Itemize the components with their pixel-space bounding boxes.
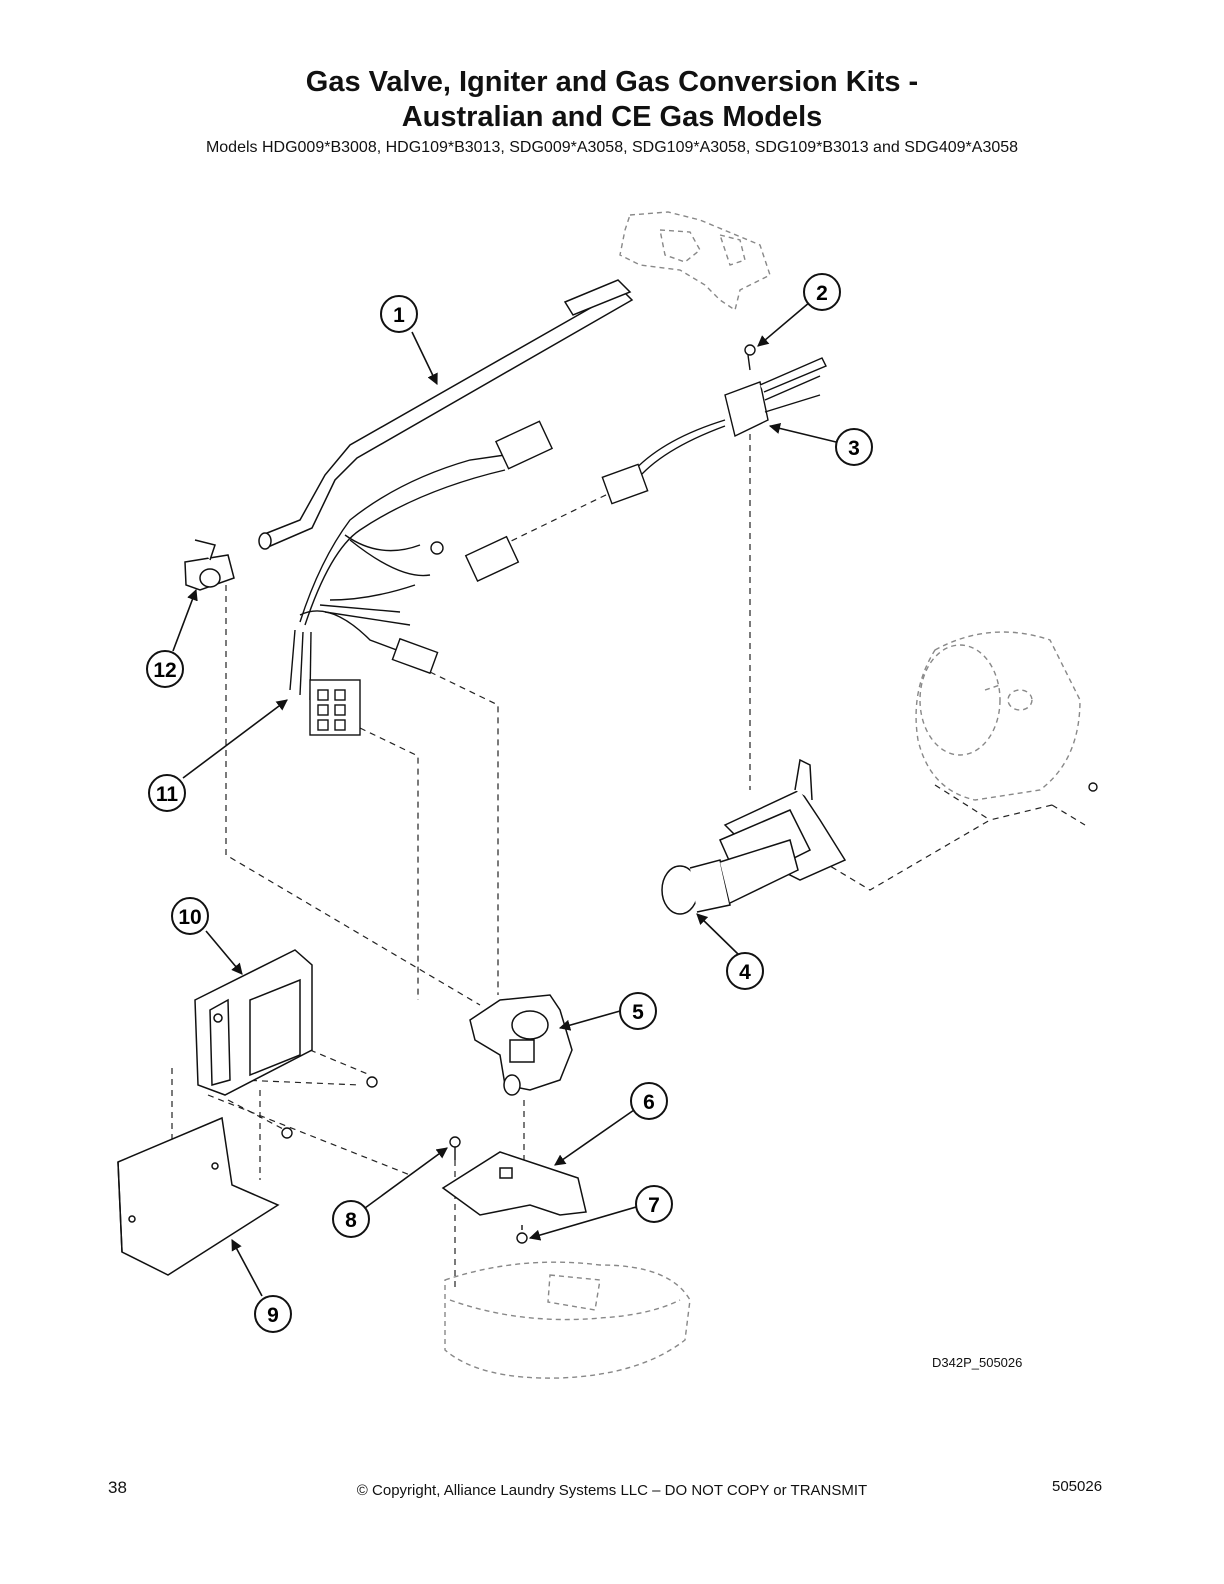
burner-tube-assembly	[661, 758, 847, 915]
callout-8: 8	[332, 1200, 370, 1238]
bracket-screws	[281, 782, 1098, 1244]
callout-10: 10	[171, 897, 209, 935]
control-mounting-bracket	[117, 1116, 280, 1276]
svg-text:9: 9	[267, 1304, 279, 1327]
ghost-base-plate	[444, 1261, 691, 1379]
gas-valve	[469, 994, 573, 1096]
wire-harness	[289, 420, 554, 736]
callout-7: 7	[635, 1185, 673, 1223]
callout-leaders	[172, 301, 837, 1297]
svg-text:11: 11	[156, 783, 179, 806]
gas-supply-pipe	[258, 279, 634, 550]
shutoff-valve	[184, 539, 235, 591]
callout-3: 3	[835, 428, 873, 466]
svg-text:12: 12	[153, 659, 176, 682]
copyright-notice: © Copyright, Alliance Laundry Systems LL…	[356, 1482, 868, 1499]
svg-text:10: 10	[178, 906, 201, 929]
svg-text:3: 3	[848, 437, 860, 460]
ghost-bracket-top	[619, 211, 771, 312]
svg-text:7: 7	[648, 1194, 660, 1217]
models-list: Models HDG009*B3008, HDG109*B3013, SDG00…	[205, 139, 1019, 156]
callout-4: 4	[726, 952, 764, 990]
svg-text:5: 5	[632, 1001, 644, 1024]
ghost-burner-drum	[915, 631, 1081, 801]
callout-6: 6	[630, 1082, 668, 1120]
callout-9: 9	[254, 1295, 292, 1333]
callout-2: 2	[803, 273, 841, 311]
page-number: 38	[108, 1478, 127, 1497]
document-number: 505026	[1052, 1478, 1103, 1495]
svg-text:2: 2	[816, 282, 828, 305]
igniter-screw	[744, 344, 756, 371]
svg-text:6: 6	[643, 1091, 655, 1114]
svg-text:8: 8	[345, 1209, 357, 1232]
ignition-control	[194, 949, 313, 1096]
svg-text:4: 4	[739, 961, 751, 984]
svg-text:1: 1	[393, 304, 405, 327]
valve-bracket	[441, 1151, 587, 1216]
callout-11: 11	[148, 774, 186, 812]
drawing-code: D342P_505026	[932, 1355, 1023, 1370]
callout-12: 12	[146, 650, 184, 688]
page-title: Gas Valve, Igniter and Gas Conversion Ki…	[305, 66, 919, 98]
callout-1: 1	[380, 295, 418, 333]
igniter	[601, 357, 827, 505]
page-subtitle: Australian and CE Gas Models	[401, 101, 823, 133]
callout-5: 5	[619, 992, 657, 1030]
